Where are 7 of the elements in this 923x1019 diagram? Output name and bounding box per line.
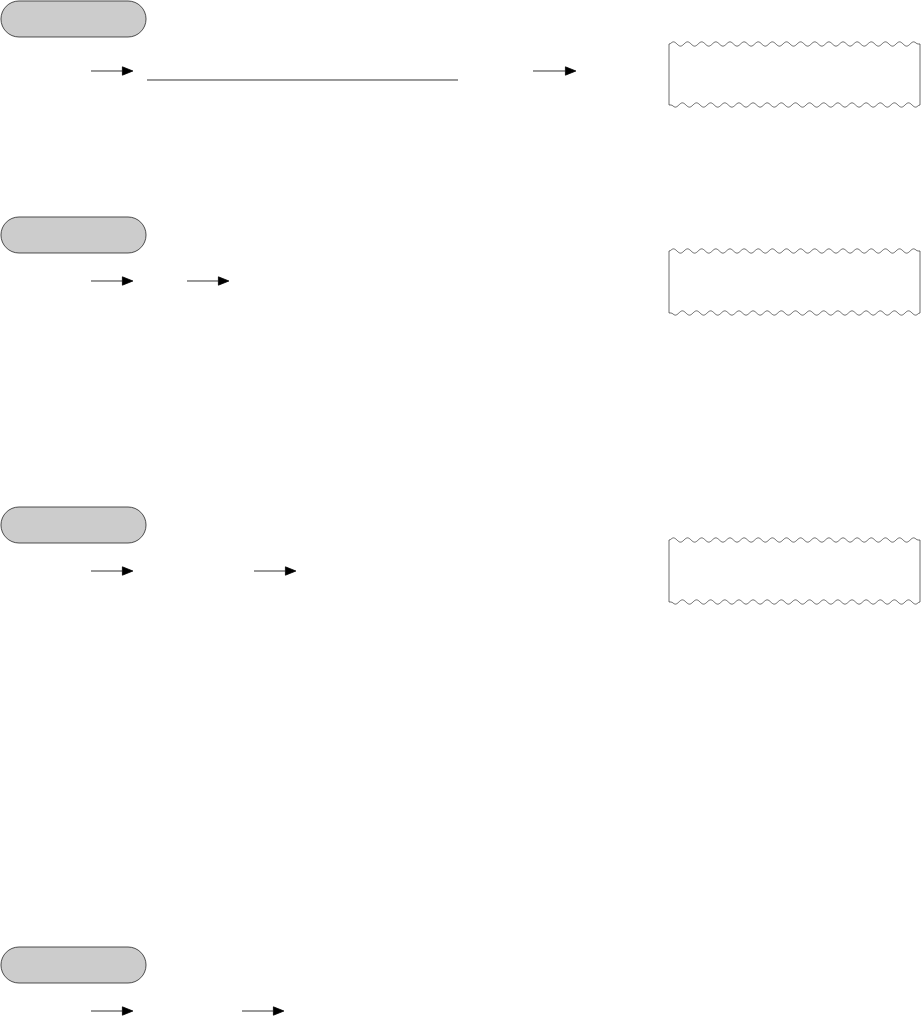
pill-box bbox=[0, 946, 147, 984]
pill-box bbox=[0, 216, 147, 254]
pill-box bbox=[0, 0, 147, 38]
pill-box bbox=[0, 506, 147, 544]
wavy-box bbox=[668, 248, 921, 316]
wavy-box bbox=[668, 41, 921, 108]
wavy-box bbox=[668, 537, 921, 605]
